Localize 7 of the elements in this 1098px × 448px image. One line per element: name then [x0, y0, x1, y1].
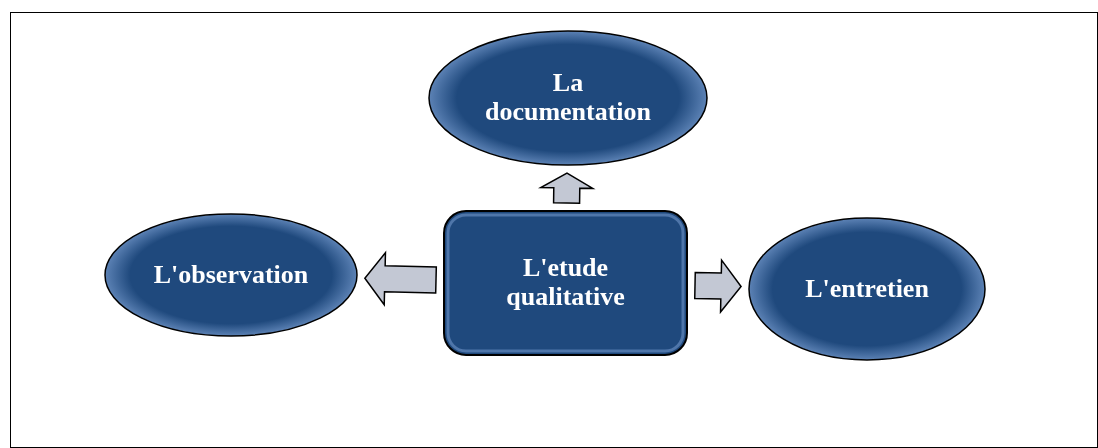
node-label: L'entretien: [805, 274, 929, 304]
node-label: L'observation: [153, 260, 309, 290]
node-label: L'etude qualitative: [505, 254, 626, 312]
block-arrow: [693, 257, 742, 315]
block-arrow: [363, 250, 438, 307]
block-arrow: [537, 172, 596, 204]
node-label: La documentation: [483, 69, 653, 127]
